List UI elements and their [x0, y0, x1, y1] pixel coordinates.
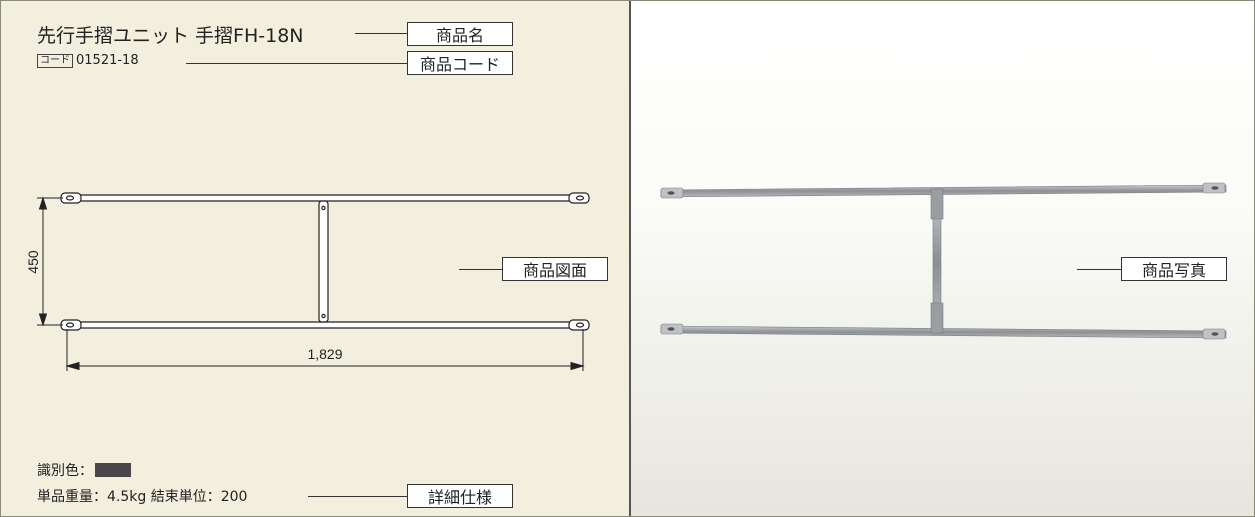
- connector-bar-shape: [318, 200, 329, 323]
- drawing-leader: [459, 269, 502, 270]
- bundle-label: 結束単位：: [150, 489, 221, 505]
- photo-rail-bottom: [660, 323, 1227, 340]
- bottom-rail-shape: [60, 319, 590, 331]
- product-name: 先行手摺ユニット 手摺FH-18N: [37, 25, 304, 47]
- product-drawing: 450 1,829: [25, 192, 590, 371]
- drawing-panel: 先行手摺ユニット 手摺FH-18N コード 01521-18 商品名 商品コード: [1, 1, 630, 516]
- photo-leader: [1077, 269, 1121, 270]
- name-leader: [355, 33, 407, 34]
- code-leader: [186, 63, 407, 64]
- photo-panel: 商品写真: [631, 1, 1254, 516]
- product-code-label: 商品コード: [407, 51, 513, 75]
- height-dimension: 450: [25, 250, 41, 274]
- weight-value: 4.5kg: [107, 489, 147, 505]
- spec-leader: [308, 496, 407, 497]
- color-spec: 識別色：: [37, 460, 131, 480]
- width-dimension-line: [65, 329, 585, 371]
- color-swatch: [95, 463, 131, 477]
- product-photo: [660, 182, 1227, 340]
- product-code-row: コード 01521-18: [37, 53, 139, 68]
- product-code: 01521-18: [76, 53, 139, 68]
- product-name-label: 商品名: [407, 22, 513, 46]
- bundle-value: 200: [220, 489, 248, 505]
- detail-spec-label: 詳細仕様: [407, 484, 513, 508]
- weight-label: 単品重量：: [37, 489, 107, 505]
- height-dimension-line: [37, 196, 63, 327]
- photo-rail-top: [660, 182, 1227, 199]
- weight-bundle-spec: 単品重量：4.5kg 結束単位：200: [37, 486, 247, 506]
- code-tag: コード: [37, 53, 73, 68]
- panel-divider: [629, 1, 631, 516]
- width-dimension: 1,829: [307, 346, 342, 362]
- product-photo-label: 商品写真: [1121, 257, 1227, 281]
- color-label: 識別色：: [37, 463, 93, 479]
- product-drawing-label: 商品図面: [502, 257, 608, 281]
- photo-connector-bar: [930, 188, 944, 335]
